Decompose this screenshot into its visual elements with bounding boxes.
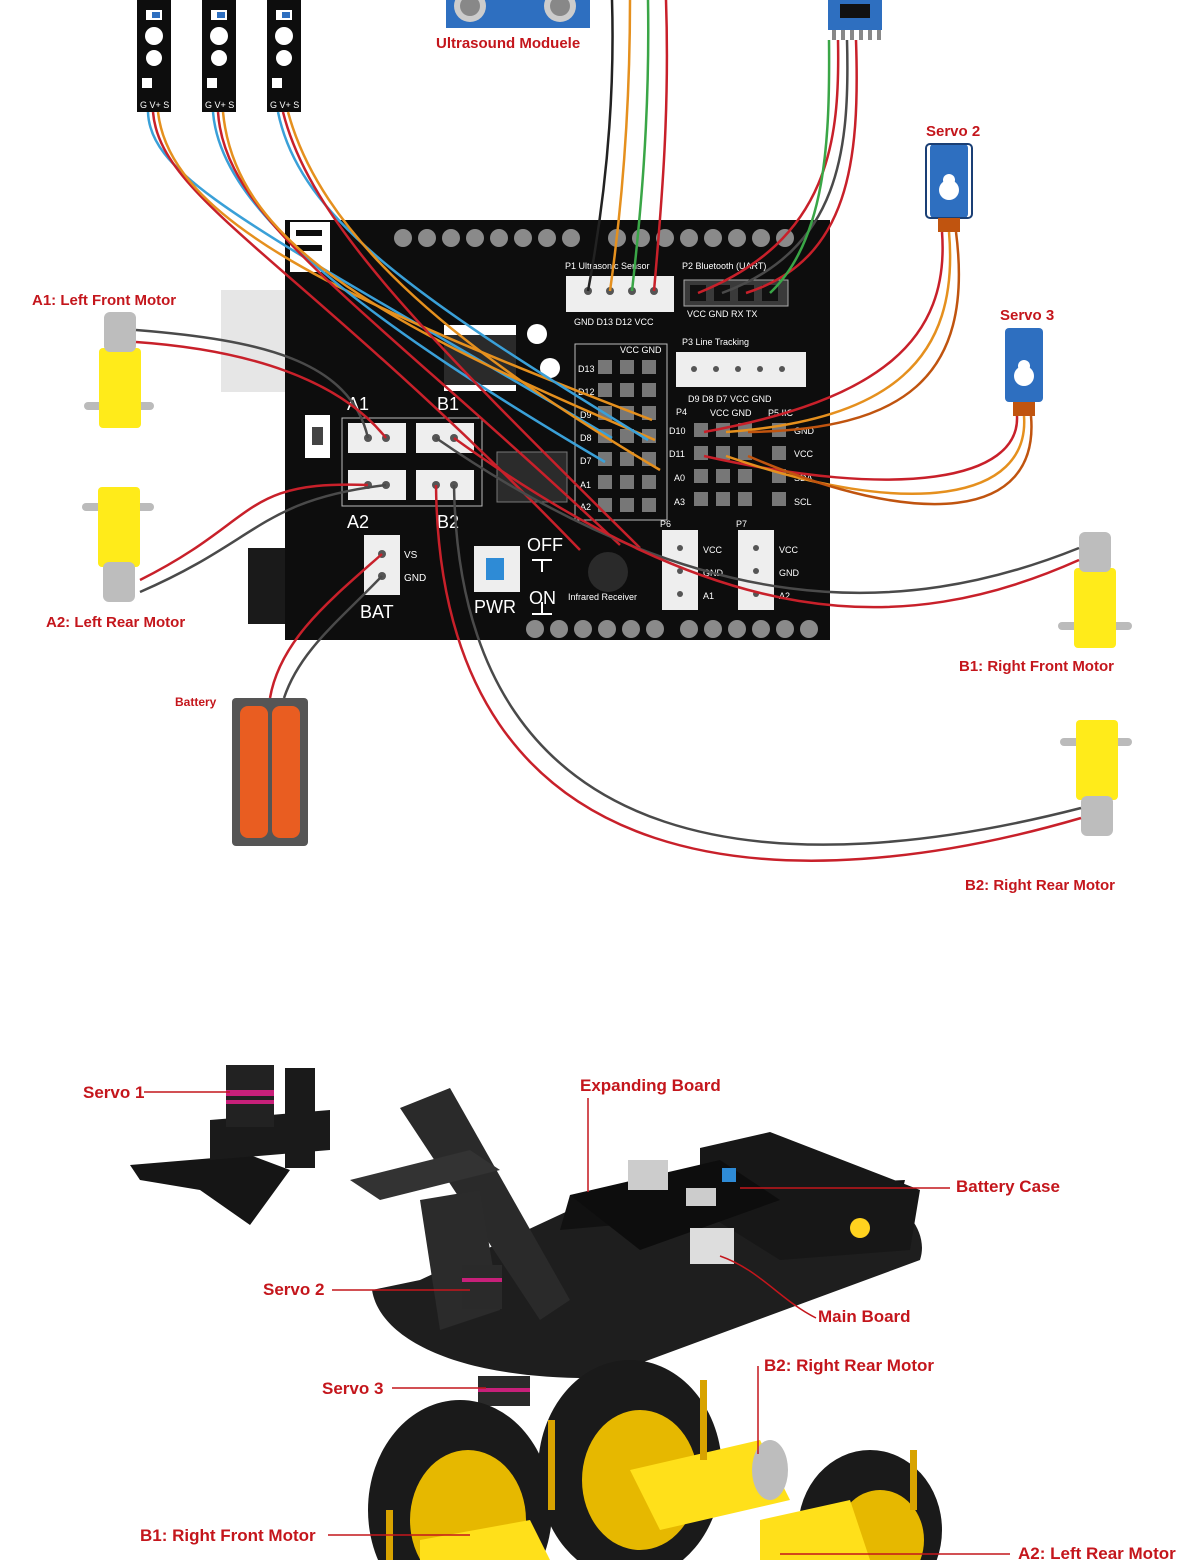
line-sensor-3: G V+ S [267, 0, 301, 112]
p4-row-label: D10 [669, 426, 686, 436]
a2-callout: A2: Left Rear Motor [1018, 1544, 1176, 1560]
main-board-callout: Main Board [818, 1307, 911, 1326]
servo-2-label: Servo 2 [926, 123, 980, 140]
servo-3 [1005, 328, 1043, 416]
servo-3-label: Servo 3 [1000, 307, 1054, 324]
motor-a1-title: A1: Left Front Motor [32, 292, 176, 309]
servo-2 [925, 143, 973, 232]
motor-b1-label: B1 [437, 394, 459, 414]
motor-a2-label: A2 [347, 512, 369, 532]
b1-callout: B1: Right Front Motor [140, 1526, 316, 1545]
battery-label: Battery [175, 695, 217, 709]
p5-row-label: GND [794, 426, 815, 436]
bluetooth-module [828, 0, 882, 40]
p6-label: P6 [660, 519, 671, 529]
on-label: ON [529, 588, 556, 608]
sensor-pins-label: G V+ S [140, 100, 169, 110]
p1-pins-label: GND D13 D12 VCC [574, 317, 654, 327]
ultrasound-label: Ultrasound Moduele [436, 35, 580, 52]
sensor-pins-label: G V+ S [205, 100, 234, 110]
off-label: OFF [527, 535, 563, 555]
servo-1-callout: Servo 1 [83, 1083, 144, 1102]
bat-label: BAT [360, 602, 394, 622]
grid-header-label: VCC GND [620, 345, 662, 355]
vs-label: VS [404, 550, 418, 561]
assembly-leaders [144, 1091, 1010, 1555]
servo-3-callout: Servo 3 [322, 1379, 383, 1398]
grid-row-label: D7 [580, 456, 592, 466]
p7-pin-label: VCC [779, 545, 799, 555]
grid-row-label: D8 [580, 433, 592, 443]
p2-pins-label: VCC GND RX TX [687, 309, 757, 319]
p4-label: P4 [676, 407, 687, 417]
motor-a2 [82, 487, 154, 602]
grid-row-label: A1 [580, 480, 591, 490]
battery-case-callout: Battery Case [956, 1177, 1060, 1196]
grid-row-label: D9 [580, 410, 592, 420]
expanding-board-callout: Expanding Board [580, 1076, 721, 1095]
p5-row-label: VCC [794, 449, 814, 459]
p7-pin-label: GND [779, 568, 800, 578]
motor-b2-label: B2 [437, 512, 459, 532]
p4-header-label: VCC GND [710, 408, 752, 418]
ir-label: Infrared Receiver [568, 592, 637, 602]
motor-a1-label: A1 [347, 394, 369, 414]
servo-2-callout: Servo 2 [263, 1280, 324, 1299]
motor-b1 [1058, 532, 1132, 648]
line-sensor-1: G V+ S [137, 0, 171, 112]
p3-pins-label: D9 D8 D7 VCC GND [688, 394, 772, 404]
gnd-label: GND [404, 573, 426, 584]
p1-label: P1 Ultrasonic Sensor [565, 261, 650, 271]
p4-row-label: A3 [674, 497, 685, 507]
motor-b1-title: B1: Right Front Motor [959, 658, 1114, 675]
motor-a2-title: A2: Left Rear Motor [46, 614, 185, 631]
motor-b2-title: B2: Right Rear Motor [965, 877, 1115, 894]
grid-row-label: A2 [580, 502, 591, 512]
p7-label: P7 [736, 519, 747, 529]
p5-row-label: SCL [794, 497, 812, 507]
sensor-pins-label: G V+ S [270, 100, 299, 110]
grid-row-label: D12 [578, 387, 595, 397]
p4-row-label: A0 [674, 473, 685, 483]
ultrasound-module [446, 0, 590, 28]
car-assembly [130, 1065, 942, 1560]
p7-pin-label: A2 [779, 591, 790, 601]
motor-b2 [1060, 720, 1132, 836]
p2-label: P2 Bluetooth (UART) [682, 261, 766, 271]
p6-pin-label: VCC [703, 545, 723, 555]
p4-row-label: D11 [669, 449, 685, 459]
battery-pack [232, 698, 308, 846]
grid-row-labels: D13 D12 D9 D8 D7 A1 A2 [578, 364, 595, 512]
motor-a1 [84, 312, 154, 428]
line-sensor-2: G V+ S [202, 0, 236, 112]
grid-row-label: D13 [578, 364, 595, 374]
p6-pin-label: A1 [703, 591, 714, 601]
pwr-label: PWR [474, 597, 516, 617]
p3-label: P3 Line Tracking [682, 337, 749, 347]
wires [135, 0, 1082, 862]
b2-callout: B2: Right Rear Motor [764, 1356, 934, 1375]
